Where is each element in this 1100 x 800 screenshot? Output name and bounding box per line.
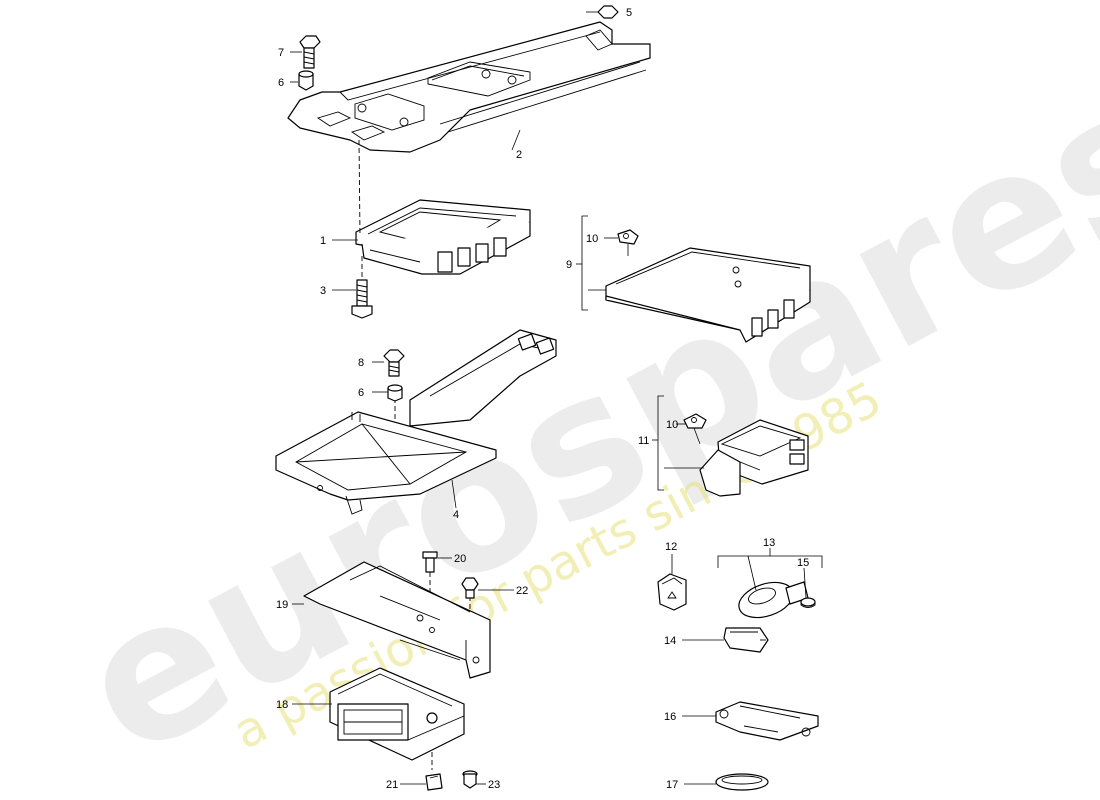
part-9-control-module	[605, 247, 811, 343]
part-12-key-head	[657, 573, 687, 611]
part-23-screw	[462, 770, 478, 789]
callout-3: 3	[320, 285, 326, 297]
watermark: eurospares a passion for parts since 198…	[47, 41, 1100, 800]
part-11-module	[699, 419, 809, 497]
part-21-clip	[425, 773, 443, 791]
part-16-antenna-module	[715, 701, 819, 741]
callout-9: 9	[566, 259, 572, 271]
callout-8: 8	[358, 357, 364, 369]
part-14-key-housing	[723, 627, 769, 653]
leader-lines	[290, 11, 823, 785]
callout-6-lower: 6	[358, 387, 364, 399]
part-15-cap	[800, 597, 816, 608]
callout-19: 19	[276, 599, 288, 611]
callout-10-a: 10	[586, 233, 598, 245]
part-3-screw	[351, 279, 373, 319]
callout-1: 1	[320, 235, 326, 247]
callout-labels: 1 2 3 4 5 6 6 7 8 9 10 10 11 12 13 14 15…	[276, 7, 809, 791]
part-22-screw	[461, 577, 479, 599]
callout-14: 14	[664, 635, 676, 647]
part-7-bolt	[299, 35, 321, 69]
callout-4: 4	[453, 509, 459, 521]
callout-23: 23	[488, 779, 500, 791]
part-20-screw	[422, 551, 438, 573]
callout-21: 21	[386, 779, 398, 791]
callout-10-b: 10	[666, 419, 678, 431]
part-10-sensor-a	[617, 229, 639, 256]
part-17-ring	[715, 773, 769, 791]
callout-17: 17	[666, 779, 678, 791]
part-5-nut	[597, 5, 619, 19]
callout-20: 20	[454, 553, 466, 565]
callout-11: 11	[638, 435, 649, 447]
callout-5: 5	[626, 7, 632, 19]
part-19-mounting-plate	[303, 561, 491, 679]
callout-12: 12	[665, 541, 677, 553]
callout-16: 16	[664, 711, 676, 723]
part-1-control-unit	[355, 199, 531, 275]
part-8-bolt	[383, 349, 405, 377]
part-18-relay-box	[329, 667, 465, 761]
part-10-sensor-b	[683, 413, 707, 445]
part-6-washer-lower	[387, 384, 403, 402]
assembly-line-2-1	[358, 139, 361, 237]
part-4-bracket	[275, 329, 557, 515]
callout-15: 15	[797, 557, 809, 569]
part-6-washer-top	[298, 70, 314, 91]
part-13-remote	[738, 581, 809, 619]
callout-6-top: 6	[278, 77, 284, 89]
part-2-cover-plate	[287, 21, 651, 153]
watermark-brand: eurospares	[47, 41, 1100, 800]
callout-13: 13	[763, 537, 775, 549]
callout-2: 2	[516, 149, 522, 161]
callout-18: 18	[276, 699, 288, 711]
callout-22: 22	[516, 585, 528, 597]
callout-7: 7	[278, 47, 284, 59]
